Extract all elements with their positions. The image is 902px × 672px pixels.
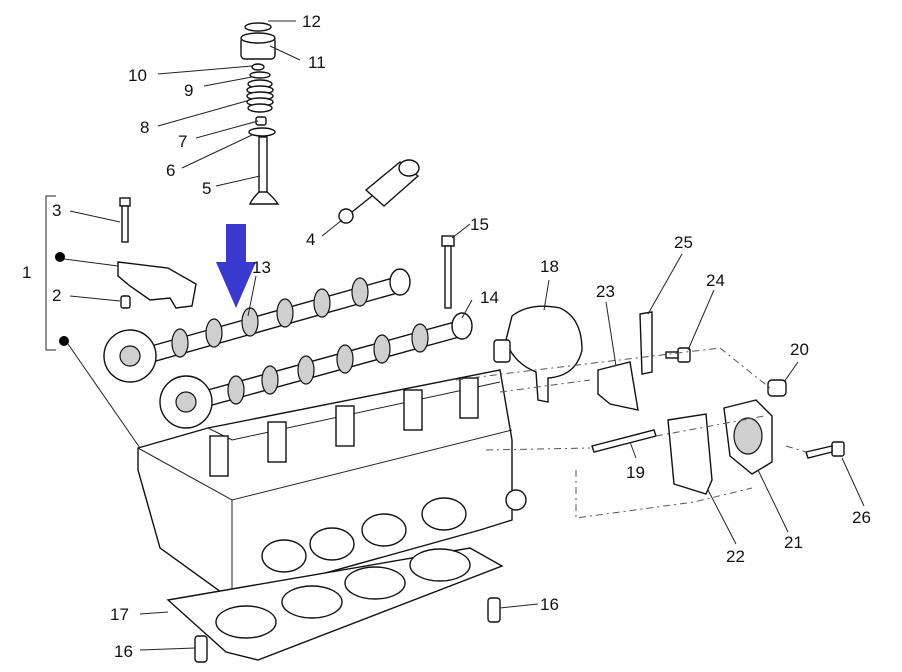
plate-part-23 [597,361,639,411]
callout-16-left: 16 [114,642,133,661]
callout-25: 25 [674,233,693,252]
nut-part-20 [767,379,787,397]
valve-assembly [240,22,280,205]
callout-4: 4 [306,230,315,249]
callout-12: 12 [302,12,321,31]
callout-22: 22 [726,547,745,566]
long-bolt-part [441,235,455,309]
callout-6: 6 [166,161,175,180]
down-arrow-icon [216,224,256,308]
callout-10: 10 [128,66,147,85]
callout-8: 8 [140,118,149,137]
callout-16-right: 16 [540,595,559,614]
callout-24: 24 [706,271,725,290]
dowel-sleeve-left [194,635,208,663]
callout-26: 26 [852,508,871,527]
camshaft-lower [159,312,473,429]
callout-13: 13 [252,258,271,277]
dowel-sleeve-right [487,597,501,623]
callout-17: 17 [110,605,129,624]
callout-20: 20 [790,340,809,359]
group-bracket [45,195,56,351]
cover-part-21 [723,399,773,475]
bullet-dot-icon-top [55,252,65,262]
callout-1: 1 [22,263,31,282]
leader-lines [63,20,865,651]
callout-14: 14 [480,288,499,307]
callout-18: 18 [540,257,559,276]
bolt-part-26 [805,441,845,459]
screw-part-24 [665,347,691,363]
camshaft-upper [103,268,411,383]
stud-part-19 [591,429,657,453]
callout-5: 5 [202,179,211,198]
sensor-bracket-25 [639,311,653,375]
callout-21: 21 [784,533,803,552]
solenoid-part-18 [493,305,583,403]
cylinder-head-block [137,369,527,601]
callout-19: 19 [626,463,645,482]
callout-7: 7 [178,132,187,151]
tappet-part [338,159,420,224]
callout-23: 23 [596,282,615,301]
bearing-cap-group [117,197,197,309]
callout-labels: 12 11 10 9 8 7 6 5 4 3 1 2 13 15 14 18 2… [22,12,871,661]
callout-11: 11 [308,53,326,72]
cover-gasket-22 [667,413,713,495]
head-gasket-part [166,547,504,661]
callout-2: 2 [52,286,61,305]
assembly-lines [455,347,807,519]
callout-15: 15 [470,215,489,234]
callout-3: 3 [52,201,61,220]
callout-9: 9 [184,81,193,100]
bullet-dot-icon-bottom [59,336,69,346]
